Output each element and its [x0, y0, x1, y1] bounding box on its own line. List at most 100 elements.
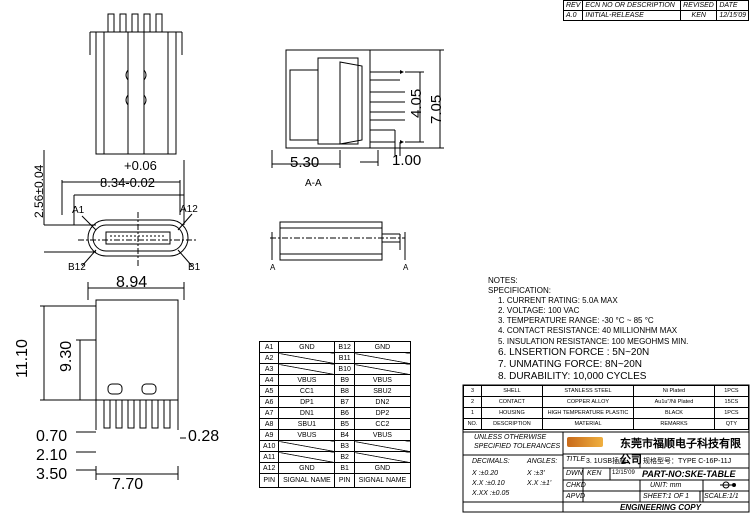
pin-signal: VBUS	[278, 429, 336, 441]
dim-3-50: 3.50	[36, 466, 68, 483]
pin-number: B4	[334, 429, 355, 441]
note-item: 7. UNMATING FORCE: 8N~20N	[498, 359, 643, 370]
pin-signal	[278, 352, 336, 364]
bom-cell: HIGH TEMPERATURE PLASTIC	[541, 407, 635, 419]
pin-signal	[353, 451, 412, 463]
note-item: 1. CURRENT RATING: 5.0A MAX	[498, 296, 618, 305]
bom-cell: 15CS	[713, 396, 750, 408]
section-mark-a-right: A	[403, 263, 409, 272]
pin-signal: DN2	[353, 396, 412, 408]
tolerance-heading-1: UNLESS OTHERWISE	[474, 434, 547, 441]
bom-cell: 1	[463, 407, 482, 419]
bom-header-cell: MATERIAL	[541, 418, 635, 430]
unit-value: UNIT: mm	[650, 482, 682, 489]
engineering-copy: ENGINEERING COPY	[620, 503, 701, 512]
sheet-value: SHEET:1 OF 1	[643, 493, 690, 500]
note-item: 2. VOLTAGE: 100 VAC	[498, 306, 580, 315]
bom-cell: BLACK	[633, 407, 715, 419]
pin-signal: SBU1	[278, 418, 336, 430]
notes-title: NOTES:	[488, 276, 518, 285]
pin-number: A2	[258, 352, 280, 364]
pin-signal: GND	[278, 341, 336, 353]
pin-number: B11	[334, 352, 355, 364]
pin-number: A11	[258, 451, 280, 463]
pin-signal: GND	[353, 462, 412, 474]
pin-number: B5	[334, 418, 355, 430]
title-label: TITLE	[566, 456, 586, 463]
part-number: PART-NO:SKE-TABLE	[642, 469, 736, 479]
pin-row: A10 B3	[258, 440, 412, 452]
rev-header-revised: REVISED	[680, 0, 718, 11]
rev-cell: A.0	[562, 10, 584, 21]
apvd-label: APVD	[566, 493, 586, 500]
pin-row: A3 B10	[258, 363, 412, 375]
front-view	[43, 150, 198, 267]
bom-cell: 2	[463, 396, 482, 408]
label-a1: A1	[72, 205, 85, 216]
spec-value: 规格型号：TYPE C-16P-11J	[643, 458, 732, 465]
bom-header-cell: NO.	[463, 418, 482, 430]
bom-cell: CONTACT	[480, 396, 543, 408]
angles-label: ANGLES:	[527, 458, 558, 465]
note-item: 5. INSULATION RESISTANCE: 100 MEGOHMS MI…	[498, 337, 689, 346]
notes-block: NOTES: SPECIFICATION: 1. CURRENT RATING:…	[488, 276, 738, 386]
pin-number: B3	[334, 440, 355, 452]
dwn-label: DWN	[566, 470, 583, 477]
dim-11-10: 11.10	[14, 339, 31, 378]
pin-signal	[278, 451, 336, 463]
notes-subtitle: SPECIFICATION:	[488, 286, 551, 295]
bom-cell: COPPER ALLOY	[541, 396, 635, 408]
pin-number: A7	[258, 407, 280, 419]
note-item: 8. DURABILITY: 10,000 CYCLES	[498, 371, 647, 382]
pin-signal: SBU2	[353, 385, 412, 397]
ang-x: X :±3'	[527, 470, 545, 477]
dim-2-10: 2.10	[36, 447, 68, 464]
pin-number: B10	[334, 363, 355, 375]
pin-number: A10	[258, 440, 280, 452]
company-logo	[567, 437, 603, 447]
dim-1-00: 1.00	[392, 152, 422, 169]
dim-7-70: 7.70	[112, 476, 144, 493]
bom-cell: Ni Plated	[633, 385, 715, 397]
pin-table-header-cell: PIN	[258, 473, 280, 488]
pin-signal: VBUS	[278, 374, 336, 386]
pin-table-header-cell: PIN	[334, 473, 355, 488]
dim-2-56: 2.56±0.04	[32, 164, 46, 218]
pin-signal: DN1	[278, 407, 336, 419]
section-view-aa	[271, 49, 444, 168]
company-name: 东莞市福顺电子科技有限公司	[620, 438, 741, 466]
section-mark-a-left: A	[270, 263, 276, 272]
scale-value: SCALE:1/1	[704, 493, 739, 500]
pin-number: B2	[334, 451, 355, 463]
tol-xxx: X.XX :±0.05	[472, 490, 510, 497]
note-item: 4. CONTACT RESISTANCE: 40 MILLIONHM MAX	[498, 326, 678, 335]
pin-number: A1	[258, 341, 280, 353]
title-value: 3. 1USB插座	[586, 458, 627, 465]
dim-0-28: 0.28	[188, 428, 220, 445]
section-label: A-A	[305, 178, 322, 189]
dwn-date: 12/15'09	[612, 470, 635, 476]
dim-9-30: 9.30	[58, 340, 75, 372]
tol-x: X :±0.20	[472, 470, 499, 477]
pin-number: A5	[258, 385, 280, 397]
pin-table-header-cell: SIGNAL NAME	[353, 473, 412, 488]
tol-xx: X.X :±0.10	[472, 480, 505, 487]
side-view	[270, 221, 406, 261]
pin-number: B12	[334, 341, 355, 353]
pin-signal: CC1	[278, 385, 336, 397]
label-b1: B1	[188, 262, 201, 273]
pin-number: B1	[334, 462, 355, 474]
pin-number: A3	[258, 363, 280, 375]
bom-cell: 1PCS	[713, 407, 750, 419]
pin-number: B8	[334, 385, 355, 397]
pin-signal: GND	[278, 462, 336, 474]
pin-number: A4	[258, 374, 280, 386]
pin-signal	[353, 440, 412, 452]
dim-0-70: 0.70	[36, 428, 68, 445]
tolerance-heading-2: SPECIFIED TOLERANCES	[474, 443, 561, 450]
